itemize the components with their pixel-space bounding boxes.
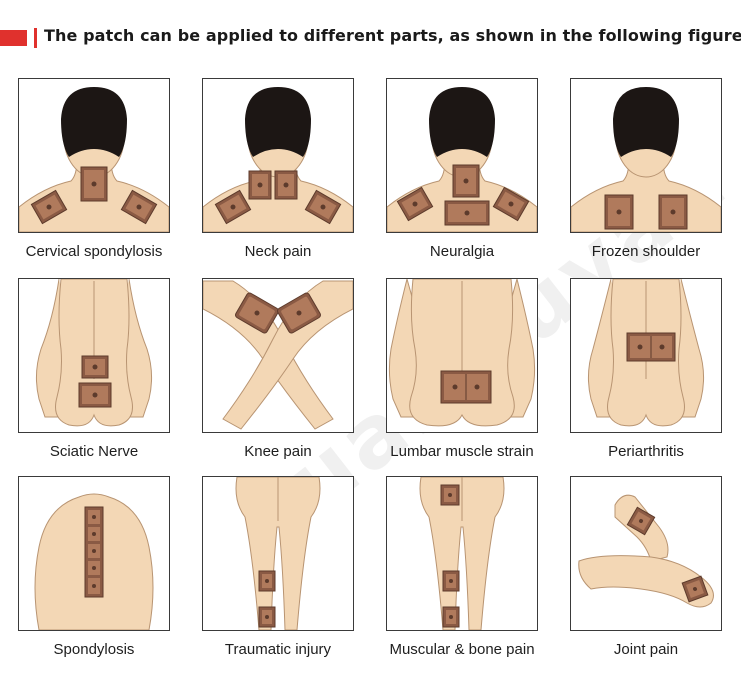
caption-traumatic-injury: Traumatic injury: [224, 641, 332, 658]
frozen-shoulder-illustration: [570, 78, 722, 233]
periarthritis-illustration: [570, 278, 722, 433]
caption-neck-pain: Neck pain: [244, 243, 312, 260]
caption-lumbar-muscle-strain: Lumbar muscle strain: [390, 443, 534, 460]
knee-pain-illustration: [202, 278, 354, 433]
caption-spondylosis: Spondylosis: [53, 641, 135, 658]
header-accent-tick: [34, 28, 37, 48]
caption-periarthritis: Periarthritis: [608, 443, 684, 460]
caption-joint-pain: Joint pain: [613, 641, 679, 658]
lumbar-muscle-strain-illustration: [386, 278, 538, 433]
caption-cervical-spondylosis: Cervical spondylosis: [25, 243, 163, 260]
header-accent-bar: [0, 30, 27, 46]
caption-frozen-shoulder: Frozen shoulder: [591, 243, 701, 260]
traumatic-injury-illustration: [202, 476, 354, 631]
caption-neuralgia: Neuralgia: [429, 243, 495, 260]
cervical-spondylosis-illustration: [18, 78, 170, 233]
caption-knee-pain: Knee pain: [244, 443, 312, 460]
header: The patch can be applied to different pa…: [0, 24, 741, 52]
neck-pain-illustration: [202, 78, 354, 233]
spondylosis-illustration: [18, 476, 170, 631]
caption-sciatic-nerve: Sciatic Nerve: [49, 443, 139, 460]
neuralgia-illustration: [386, 78, 538, 233]
sciatic-nerve-illustration: [18, 278, 170, 433]
page-title: The patch can be applied to different pa…: [44, 26, 741, 45]
muscular-bone-pain-illustration: [386, 476, 538, 631]
caption-muscular-bone-pain: Muscular & bone pain: [389, 641, 535, 658]
joint-pain-illustration: [570, 476, 722, 631]
